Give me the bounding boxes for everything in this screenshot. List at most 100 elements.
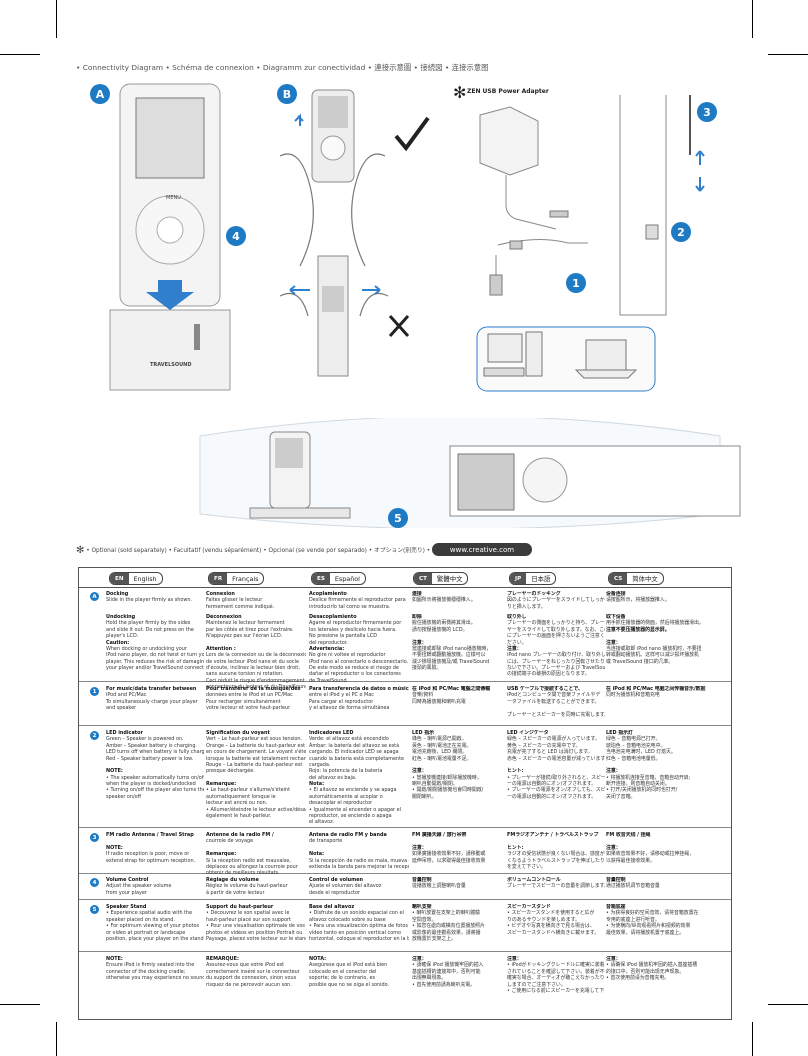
cell-line: introducirlo tal como se muestra. (309, 603, 391, 610)
cell-line: Ajuste el volumen del altavoz (309, 883, 382, 890)
row-divider (79, 873, 731, 874)
cell-line: • ご使用になる前にスピーカーを充電して下さい。 (507, 987, 605, 994)
lang-name: 简体中文 (632, 575, 658, 583)
row-divider (79, 899, 731, 900)
cell-line: 握住播放機的兩側將其滑出。 (412, 620, 476, 627)
cell-line: 用手抓住播放器的侧面，然后将播放器滑出。 (606, 620, 704, 627)
cell-line: 最佳效果，请将播放机置于底座上。 (606, 929, 685, 936)
cell-line: • For optimum viewing of your photos (106, 923, 200, 930)
cell-line: 注意： (507, 956, 522, 962)
cell-line: el altavoz. (309, 819, 335, 826)
badge-a: A (90, 84, 110, 104)
cell-line: ーの電源は自動的にオン/オフされます。 (507, 793, 597, 800)
lang-code: EN (110, 573, 129, 584)
cell-line: スピーカースタンドへ横向きに載せます。 (507, 929, 600, 936)
table-cell-r4-jp: ボリュームコントロールプレーヤーでスピーカーの音量を調節します。 (507, 877, 605, 890)
row-divider (79, 951, 731, 952)
cell-line: Faites glisser le lecteur (206, 597, 263, 604)
cell-line: りのあるサウンドを楽しめます。 (507, 916, 580, 923)
badge-4: 4 (226, 226, 246, 246)
dock-illustration-a (109, 83, 231, 391)
cell-line: extend strap for optimum reception. (106, 857, 196, 864)
cell-line: 黃色 – 喇叭電池正在充電。 (412, 742, 472, 749)
crop-mark (0, 54, 40, 55)
cell-line: en cours de chargement. Le voyant s'étei… (206, 749, 306, 756)
cell-line: 連接 (412, 591, 422, 597)
cell-line: iPod nano al conectarlo o desconectarlo. (309, 658, 409, 665)
cell-line: ーの電源は自動的にオン/オフされます。 (507, 781, 597, 787)
cell-line: 延伸吊帶，以求取得最佳接收效果 (412, 857, 486, 864)
cell-line: りと挿入します。 (507, 603, 546, 610)
row-divider (79, 827, 731, 828)
cell-line: • Disfrute de un sonido espacial con el (309, 910, 404, 917)
cell-line: 以获得最佳接收效果。 (606, 857, 655, 864)
cell-line: REMARQUE: (206, 956, 239, 962)
cell-line: Réglez le volume du haut-parleur (206, 883, 288, 890)
table-cell-a1-ct: 連接如圖所示將播放機穩穩推入。 (412, 591, 504, 604)
cell-line: Amber – Speaker battery is charging. (106, 742, 198, 749)
cell-line: NOTE: (106, 768, 123, 775)
cell-line: FM 收音天线 / 挂绳 (606, 832, 651, 838)
cell-line: 放機置於支架之上。 (412, 935, 457, 942)
lang-code: JP (510, 573, 527, 584)
cell-line: • 打开/关闭播放机的同时也打开/ (606, 787, 678, 794)
row-divider (79, 725, 731, 726)
table-cell-r5-en: Speaker Stand• Experience spatial audio … (106, 904, 204, 942)
cell-line: Si la réception radio est mauvaise, (206, 857, 291, 864)
badge-2: 2 (671, 222, 691, 242)
speaker-stand-illustration (199, 418, 741, 528)
cell-line: dañar el reproductor o los conectores (309, 671, 401, 678)
menu-label: MENU (166, 195, 181, 201)
cell-line: くなるようトラベルストラップを伸ばしたり向き (507, 857, 605, 864)
crop-mark (752, 1022, 753, 1056)
cell-line: Caution: (106, 639, 130, 646)
cell-line: 的接口中，否则可能出现无声现象。 (606, 968, 685, 975)
table-cell-a2-jp: 取り外しプレーヤーの側面をしっかりと持ち、プレーヤーをスライドして取り外します。… (507, 614, 605, 678)
cell-line: • 開啟/關閉播放機也會同時開啟/ (412, 787, 484, 794)
cell-line: For music/data transfer between (106, 686, 197, 692)
table-cell-r3-cs: FM 收音天线 / 挂绳 注意：如果收音效果不好，请移动或拉伸挂绳，以获得最佳接… (606, 832, 726, 864)
table-cell-r2-ct: LED 指示綠色 – 喇叭電源已開啟。黃色 – 喇叭電池正在充電。 電池充飽後，… (412, 730, 504, 800)
cell-line: Control de volumen (309, 877, 364, 883)
table-cell-r2-jp: LED インジケータ緑色 – スピーカーの電源が入っています。黄色 – スピーカ… (507, 730, 605, 800)
cell-line: No presione la pantalla LCD (309, 633, 377, 640)
cell-line: from your player (106, 889, 147, 896)
cell-line: 或影像的最佳觀看效果，請將播 (412, 929, 481, 936)
cell-line: également le haut-parleur. (206, 812, 272, 819)
cell-line: Si la recepción de radio es mala, mueva … (309, 857, 409, 864)
cell-line: 同时为播放机和音箱充电 (606, 692, 660, 699)
cell-line: otherwise you may experience no sound. (106, 975, 204, 982)
cell-line: LED indicator (106, 730, 143, 736)
cell-line: No gire ni voltee el reproductor (309, 652, 386, 659)
cell-line: 紅色 – 喇叭電池電量不足。 (412, 755, 472, 762)
cell-line: Volume Control (106, 877, 149, 883)
table-cell-r5-ct: 喇叭支架• 喇叭放置在支架上的喇叭體驗 空間音效。• 如您在處向或橫向位置播放照… (412, 904, 504, 942)
cell-line: 喇叭自動開啟/關閉。 (412, 781, 458, 787)
lang-name: Español (334, 574, 360, 583)
cell-line: 減少損壞播放機及/或 TravelSound (412, 658, 490, 665)
cell-line: 注意： (412, 768, 427, 775)
cell-line: • Le haut-parleur s'allume/s'éteint (206, 787, 290, 794)
cell-line: スピーカースタンド (507, 904, 551, 910)
cell-line: 或 TravelSound 接口的几率。 (606, 658, 674, 665)
cell-line: 琥珀色 – 音箱电池充电中。 (606, 742, 666, 749)
cell-line: FM 廣播天線 / 旅行吊帶 (412, 832, 467, 838)
table-cell-r5-cs: 音箱底座• 为获得良好的空间音效，请将音箱放置在 专用的底座上进行听音。• 为使… (606, 904, 726, 936)
cell-line: par les côtés et tirez pour l'extraire. (206, 626, 294, 633)
cell-line: desacoplar el reproductor (309, 800, 373, 807)
website-link[interactable]: www.creative.com (432, 543, 532, 556)
lang-name: 繁體中文 (436, 575, 463, 583)
table-cell-r1-cs: 在 iPod 和 PC/Mac 电脑之间传输音乐/数据同时为播放机和音箱充电 (606, 686, 726, 699)
cell-line: Paysage, placez votre lecteur sur le sta… (206, 935, 306, 942)
table-cell-a2-cs: 取下设备用手抓住播放器的侧面，然后将播放器滑出。注意不要压播放器的显示屏。 注意… (606, 614, 726, 665)
cell-line: du support de connexion, sinon vous (206, 975, 297, 982)
cell-line: extienda la banda para mejorar la recepc… (309, 863, 409, 870)
cell-line: soporte; de lo contrario, es (309, 975, 376, 982)
cell-line: FM radio Antenna / Travel Strap (106, 832, 194, 838)
cell-line: Orange – La batterie du haut-parleur est (206, 742, 306, 749)
